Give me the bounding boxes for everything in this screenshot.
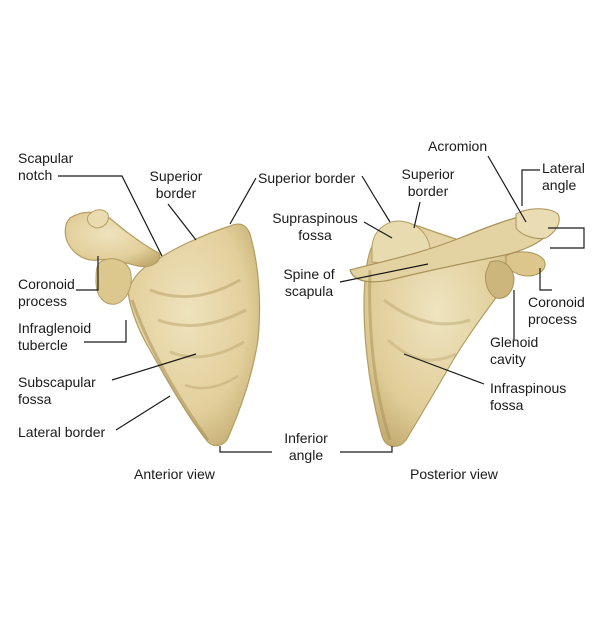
label-infraspinous-fossa: Infraspinous fossa bbox=[490, 380, 567, 413]
caption-anterior-view: Anterior view bbox=[134, 466, 215, 482]
label-superior-border-center: Superior border bbox=[258, 170, 356, 186]
leader-coronoid-left bbox=[76, 256, 99, 291]
leader-lateral-border bbox=[115, 395, 171, 431]
label-glenoid-cavity: Glenoid cavity bbox=[490, 334, 539, 367]
caption-posterior-view: Posterior view bbox=[410, 466, 498, 482]
leader-superior-border-center bbox=[229, 177, 257, 225]
leader-superior-border-right bbox=[413, 201, 421, 229]
leader-supraspinous-fossa bbox=[363, 221, 393, 239]
leader-inferior-angle-right bbox=[340, 446, 393, 453]
leader-subscapular bbox=[111, 353, 197, 381]
posterior-glenoid-shape bbox=[485, 260, 515, 299]
anterior-scapula bbox=[64, 209, 261, 447]
posterior-acromion-shape bbox=[515, 208, 560, 239]
leader-superior-border-left bbox=[167, 203, 197, 241]
posterior-ridge bbox=[386, 338, 457, 362]
anterior-lateral-edge bbox=[130, 299, 210, 441]
posterior-scapula-body bbox=[363, 223, 512, 447]
label-superior-border-left: Superior border bbox=[149, 168, 203, 201]
label-scapular-notch: Scapular notch bbox=[18, 150, 74, 183]
leader-lateral-angle bbox=[521, 169, 540, 206]
leader-superior-border-center-right bbox=[361, 175, 391, 223]
anterior-glenoid-shape bbox=[95, 258, 132, 305]
posterior-medial-edge bbox=[368, 269, 392, 441]
leader-acromion bbox=[487, 155, 527, 223]
anterior-ridge bbox=[169, 340, 245, 359]
label-subscapular-fossa: Subscapular fossa bbox=[18, 374, 96, 407]
anterior-acromion-shape bbox=[87, 209, 109, 229]
anterior-scapula-body bbox=[127, 223, 261, 447]
label-spine-of-scapula: Spine of scapula bbox=[283, 266, 335, 299]
leader-infraglenoid bbox=[84, 320, 127, 343]
leader-scapular-notch bbox=[58, 175, 163, 257]
label-inferior-angle: Inferior angle bbox=[284, 430, 328, 463]
label-coronoid-process-right: Coronoid process bbox=[528, 294, 585, 327]
label-infraglenoid-tubercle: Infraglenoid tubercle bbox=[18, 320, 92, 353]
posterior-scapula bbox=[349, 208, 560, 447]
label-lateral-border: Lateral border bbox=[18, 424, 106, 440]
leader-lateral-angle-bracket bbox=[548, 227, 585, 249]
label-lateral-angle: Lateral angle bbox=[542, 160, 585, 193]
leader-inferior-angle-left bbox=[219, 446, 272, 453]
anterior-coronoid-shape bbox=[64, 211, 161, 268]
label-coronoid-process-left: Coronoid process bbox=[18, 276, 75, 309]
leader-spine-of-scapula bbox=[339, 263, 429, 283]
leader-lines bbox=[58, 155, 585, 453]
leader-infraspinous bbox=[403, 353, 485, 385]
label-acromion: Acromion bbox=[428, 138, 488, 154]
label-superior-border-right: Superior border bbox=[401, 166, 455, 199]
label-supraspinous-fossa: Supraspinous fossa bbox=[272, 210, 358, 243]
anterior-ridge bbox=[157, 308, 247, 327]
posterior-ridge bbox=[383, 298, 471, 326]
leader-coronoid-right bbox=[539, 268, 552, 291]
anterior-ridge bbox=[149, 278, 241, 299]
anterior-ridge bbox=[184, 374, 239, 390]
